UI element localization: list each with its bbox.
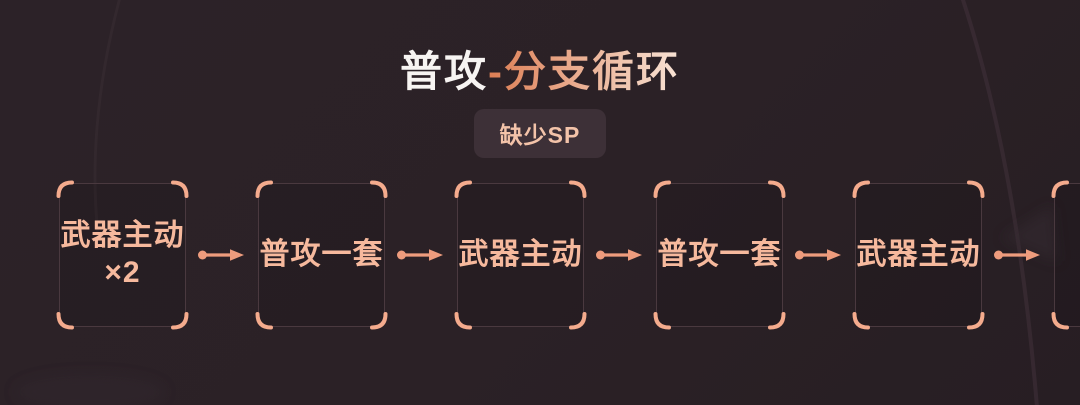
- node-label-line: 武器主动: [60, 219, 185, 253]
- corner-accent-top-left-icon: [653, 180, 671, 198]
- flow-node: 武器主动: [852, 180, 985, 330]
- sp-status-badge-label: 缺少SP: [499, 122, 581, 148]
- corner-accent-bottom-right-icon: [171, 312, 189, 330]
- corner-accent-top-right-icon: [967, 180, 985, 198]
- flow-node: 普攻一套: [255, 180, 388, 330]
- corner-accent-top-left-icon: [56, 180, 74, 198]
- corner-accent-bottom-left-icon: [1051, 312, 1069, 330]
- header: 普攻-分支循环 缺少SP: [0, 48, 1080, 158]
- corner-accent-top-right-icon: [768, 180, 786, 198]
- node-label: 武器主动×2: [61, 218, 185, 291]
- node-label-line: 普攻一套: [657, 237, 782, 271]
- arrow-right-icon: [994, 249, 1040, 261]
- corner-accent-top-right-icon: [171, 180, 189, 198]
- corner-accent-top-left-icon: [1051, 180, 1069, 198]
- arrow-right-icon: [596, 249, 642, 261]
- sp-status-badge: 缺少SP: [473, 109, 607, 158]
- corner-accent-top-left-icon: [454, 180, 472, 198]
- arrow-right-icon: [198, 249, 244, 261]
- flow-node: 武器主动×2: [56, 180, 189, 330]
- corner-accent-bottom-left-icon: [653, 312, 671, 330]
- flow-node: 普攻一套: [653, 180, 786, 330]
- arrow-right-icon: [397, 249, 443, 261]
- node-label-line: 武器主动: [856, 237, 981, 271]
- corner-accent-bottom-left-icon: [56, 312, 74, 330]
- corner-accent-bottom-right-icon: [768, 312, 786, 330]
- corner-accent-bottom-left-icon: [255, 312, 273, 330]
- corner-accent-bottom-left-icon: [852, 312, 870, 330]
- title-part-white: 普攻: [399, 48, 488, 95]
- title-part-accent: -分支循环: [488, 48, 680, 95]
- arrow-right-icon: [795, 249, 841, 261]
- corner-accent-bottom-right-icon: [967, 312, 985, 330]
- decor-smudge: [15, 374, 165, 405]
- node-label-line: 武器主动: [458, 237, 583, 271]
- corner-accent-bottom-left-icon: [454, 312, 472, 330]
- flow-node: 分支: [1051, 180, 1080, 330]
- corner-accent-top-left-icon: [852, 180, 870, 198]
- node-label-line: 普攻一套: [259, 237, 384, 271]
- corner-accent-bottom-right-icon: [569, 312, 587, 330]
- corner-accent-bottom-right-icon: [370, 312, 388, 330]
- corner-accent-top-left-icon: [255, 180, 273, 198]
- flow-node: 武器主动: [454, 180, 587, 330]
- node-label: 武器主动: [459, 237, 583, 274]
- node-label: 普攻一套: [658, 237, 782, 274]
- page-title: 普攻-分支循环: [0, 48, 1080, 96]
- node-label: 武器主动: [857, 237, 981, 274]
- corner-accent-top-right-icon: [569, 180, 587, 198]
- node-label: 普攻一套: [260, 237, 384, 274]
- node-label-line: ×2: [104, 256, 141, 289]
- corner-accent-top-right-icon: [370, 180, 388, 198]
- flow-row: 武器主动×2 普攻一套: [56, 180, 1080, 330]
